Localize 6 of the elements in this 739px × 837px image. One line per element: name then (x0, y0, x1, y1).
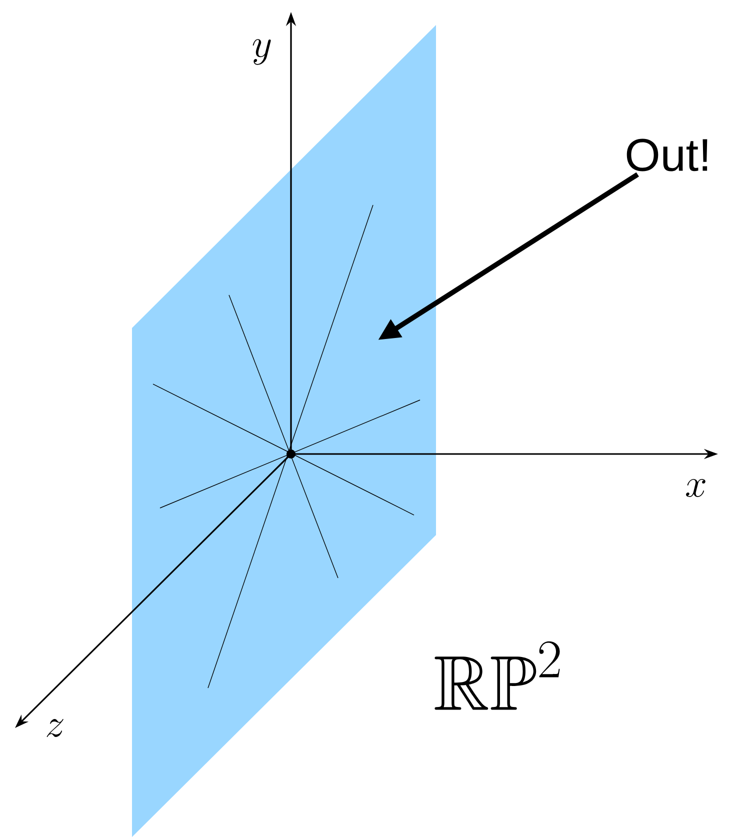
axis-label: $y$ (252, 39, 271, 65)
callout-text: Out! (626, 138, 708, 172)
axis-label: $x$ (686, 479, 706, 497)
plane (132, 25, 436, 837)
space-label: $\mathbb{RP}^2$ (434, 641, 560, 710)
axis-label: $z$ (46, 719, 64, 737)
